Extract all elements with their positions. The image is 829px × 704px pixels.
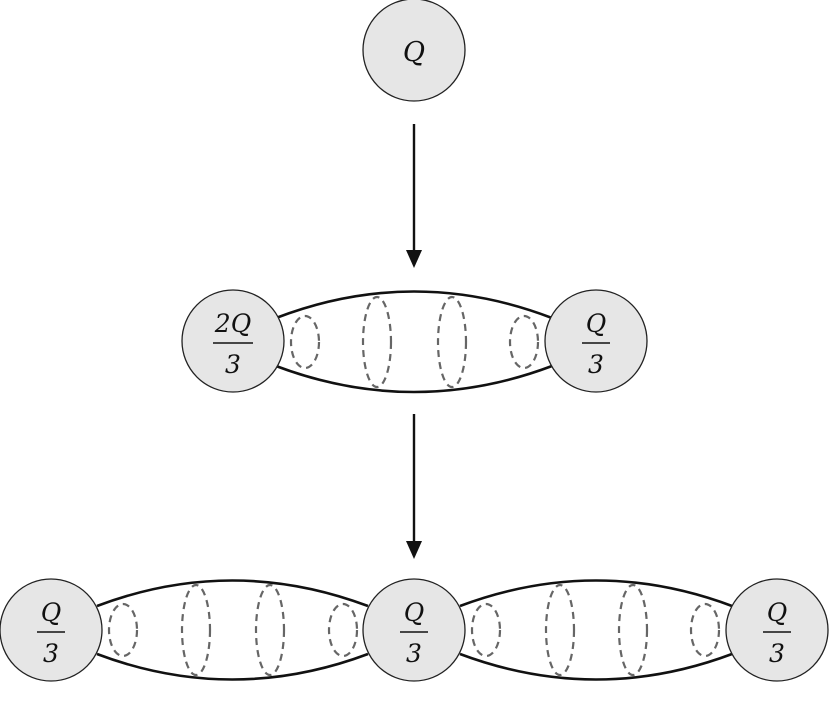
node-circle — [0, 578, 103, 682]
numerator: Q — [767, 598, 788, 627]
tube-cross-section — [470, 602, 502, 658]
flux-tube-left — [96, 579, 369, 681]
arrow-down-2 — [406, 414, 422, 559]
arrow-down-1 — [406, 124, 422, 268]
tube-cross-section — [180, 583, 212, 677]
numerator: Q — [41, 598, 62, 627]
tube-cross-section — [289, 314, 321, 370]
tube-wall-bottom — [96, 652, 369, 681]
charge-node-q-thirds-middle: Q 3 — [362, 578, 466, 682]
tube-cross-section — [327, 602, 359, 658]
denominator: 3 — [43, 639, 59, 668]
tube-wall-bottom — [459, 652, 733, 681]
node-circle — [181, 289, 285, 393]
node-circle — [544, 289, 648, 393]
node-circle — [362, 578, 466, 682]
stage-3: Q 3 Q 3 Q 3 — [0, 578, 829, 682]
flux-tube-right — [459, 579, 733, 681]
numerator: Q — [404, 598, 425, 627]
stage-1: Q — [362, 0, 466, 102]
charge-node-q — [362, 0, 466, 102]
tube-cross-section — [254, 583, 286, 677]
node-circle — [725, 578, 829, 682]
stage-2: 2Q 3 Q 3 — [181, 289, 648, 394]
charge-node-q-thirds-right: Q 3 — [725, 578, 829, 682]
denominator: 3 — [225, 350, 241, 379]
numerator: Q — [586, 309, 607, 338]
tube-wall-top — [275, 290, 553, 320]
tube-wall-top — [96, 579, 369, 608]
arrow-head — [406, 250, 422, 268]
tube-cross-section — [361, 295, 393, 389]
tube-cross-section — [544, 583, 576, 677]
denominator: 3 — [769, 639, 785, 668]
denominator: 3 — [588, 350, 604, 379]
tube-cross-section — [436, 295, 468, 389]
tube-cross-section — [689, 602, 721, 658]
tube-wall-bottom — [275, 364, 553, 394]
charge-node-q-thirds-left: Q 3 — [0, 578, 103, 682]
numerator: 2Q — [214, 309, 251, 338]
charge-label-q: Q — [403, 37, 425, 68]
tube-cross-section — [107, 602, 139, 658]
arrow-head — [406, 541, 422, 559]
charge-node-2q-thirds: 2Q 3 — [181, 289, 285, 393]
charge-node-q-thirds: Q 3 — [544, 289, 648, 393]
tube-cross-section — [508, 314, 540, 370]
tube-wall-top — [459, 579, 733, 608]
denominator: 3 — [406, 639, 422, 668]
tube-cross-section — [617, 583, 649, 677]
flux-tube — [275, 290, 553, 394]
